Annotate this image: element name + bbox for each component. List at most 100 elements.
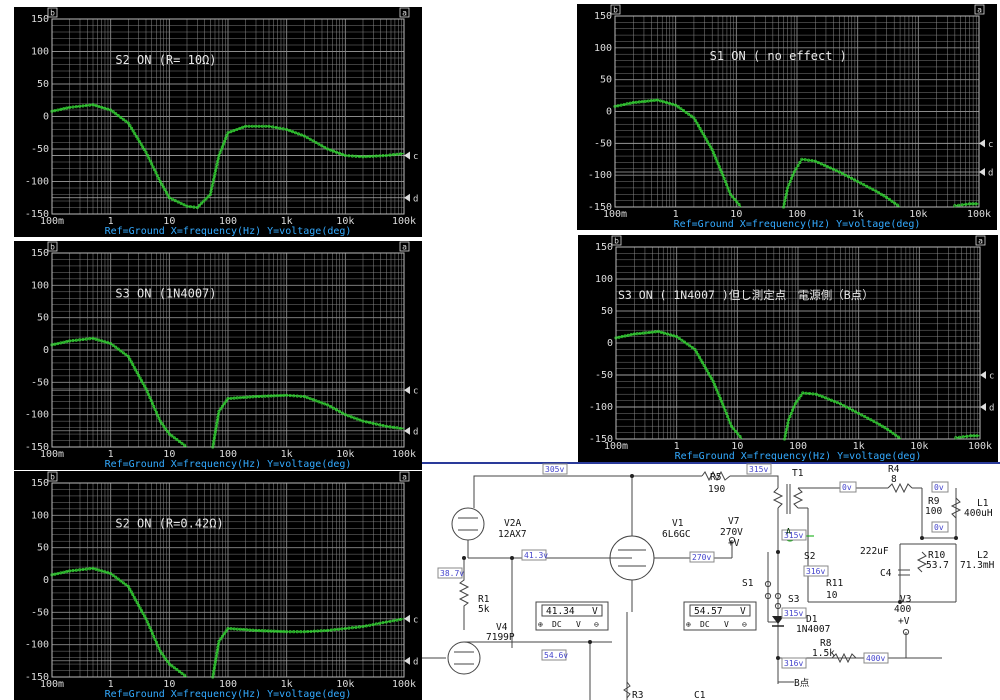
series-point [220,404,225,408]
series-point [114,345,118,349]
series-point [157,646,161,650]
x-tick-label: 1 [108,679,114,690]
y-tick-label: -50 [31,607,49,618]
node-label: 41.3v [524,551,548,560]
series-point [785,427,789,431]
y-tick-label: -50 [31,377,49,388]
series-point [215,648,219,652]
series-point [65,570,69,574]
series-point [960,203,964,207]
series-point [668,101,672,105]
series-point [229,396,233,400]
x-tick-label: 1k [281,679,293,690]
series-point [50,573,54,577]
x-tick-label: 10k [336,216,354,227]
series-point [219,407,223,411]
series-point [788,179,792,184]
series-point [245,395,249,399]
series-point [863,415,867,419]
series-point [355,417,359,421]
series-point [638,331,642,335]
x-tick-label: 100k [967,209,991,220]
x-tick-label: 100m [40,679,64,690]
series-point [172,666,176,670]
y-tick-label: -50 [31,144,49,155]
series-point [696,353,700,357]
series-point [211,180,215,185]
series-point [961,435,965,439]
series-point [53,572,57,576]
series-point [692,116,696,120]
series-point [222,402,226,406]
series-point [309,629,313,633]
x-tick-label: 100k [392,216,416,227]
series-point [628,101,632,105]
axis-footer: Ref=Ground X=frequency(Hz) Y=voltage(deg… [675,451,922,462]
series-point [347,626,351,630]
series-point [197,203,202,207]
series-point [793,402,797,406]
y-tick-label: 150 [594,11,612,22]
series-point [364,155,368,159]
series-point [669,333,673,337]
series-point [306,629,310,634]
series-0 [50,566,188,678]
series-point [340,411,344,415]
y-tick-label: 0 [43,575,49,586]
series-2 [954,434,980,440]
series-point [278,629,283,634]
series-point [626,333,630,337]
series-point [302,630,306,634]
series-point [733,197,737,201]
series-point [357,154,362,159]
series-point [119,115,123,119]
series-point [616,104,620,108]
series-point [208,192,212,197]
series-point [838,402,842,406]
cursor-label-c: c [413,615,418,625]
y-tick-label: -50 [594,138,612,149]
series-point [50,343,54,347]
series-point [972,434,976,438]
axis-footer: Ref=Ground X=frequency(Hz) Y=voltage(deg… [105,459,352,470]
x-tick-label: 100 [789,441,807,452]
series-point [81,567,85,572]
series-point [623,334,627,338]
series-point [160,652,164,656]
series-point [354,154,358,158]
series-point [716,162,720,166]
series-point [260,629,264,633]
series-point [124,119,128,123]
series-point [378,423,382,427]
series-point [883,426,887,430]
series-point [214,657,218,661]
series-point [170,664,174,668]
component-label: +V [728,538,740,549]
series-point [53,342,57,346]
series-point [56,341,60,346]
series-point [371,421,375,425]
series-point [275,394,280,398]
y-tick-label: 100 [31,47,49,58]
series-point [346,414,350,418]
series-point [719,399,724,403]
marker-b-label: b [614,237,619,246]
series-point [165,659,170,664]
meter-positive-icon: ⊕ [686,620,691,629]
series-point [282,393,286,397]
series-point [224,399,228,403]
meter-unit: V [592,606,598,617]
series-point [700,361,705,365]
series-point [114,112,118,116]
series-point [94,104,98,108]
series-point [269,629,273,633]
series-point [272,629,276,633]
series-point [844,405,849,409]
series-point [235,627,239,631]
cursor-arrow-c [404,151,410,160]
series-point [148,396,152,400]
marker-b: b [611,235,622,246]
series-point [846,175,851,179]
series-point [831,167,835,171]
y-tick-label: 50 [37,79,49,90]
